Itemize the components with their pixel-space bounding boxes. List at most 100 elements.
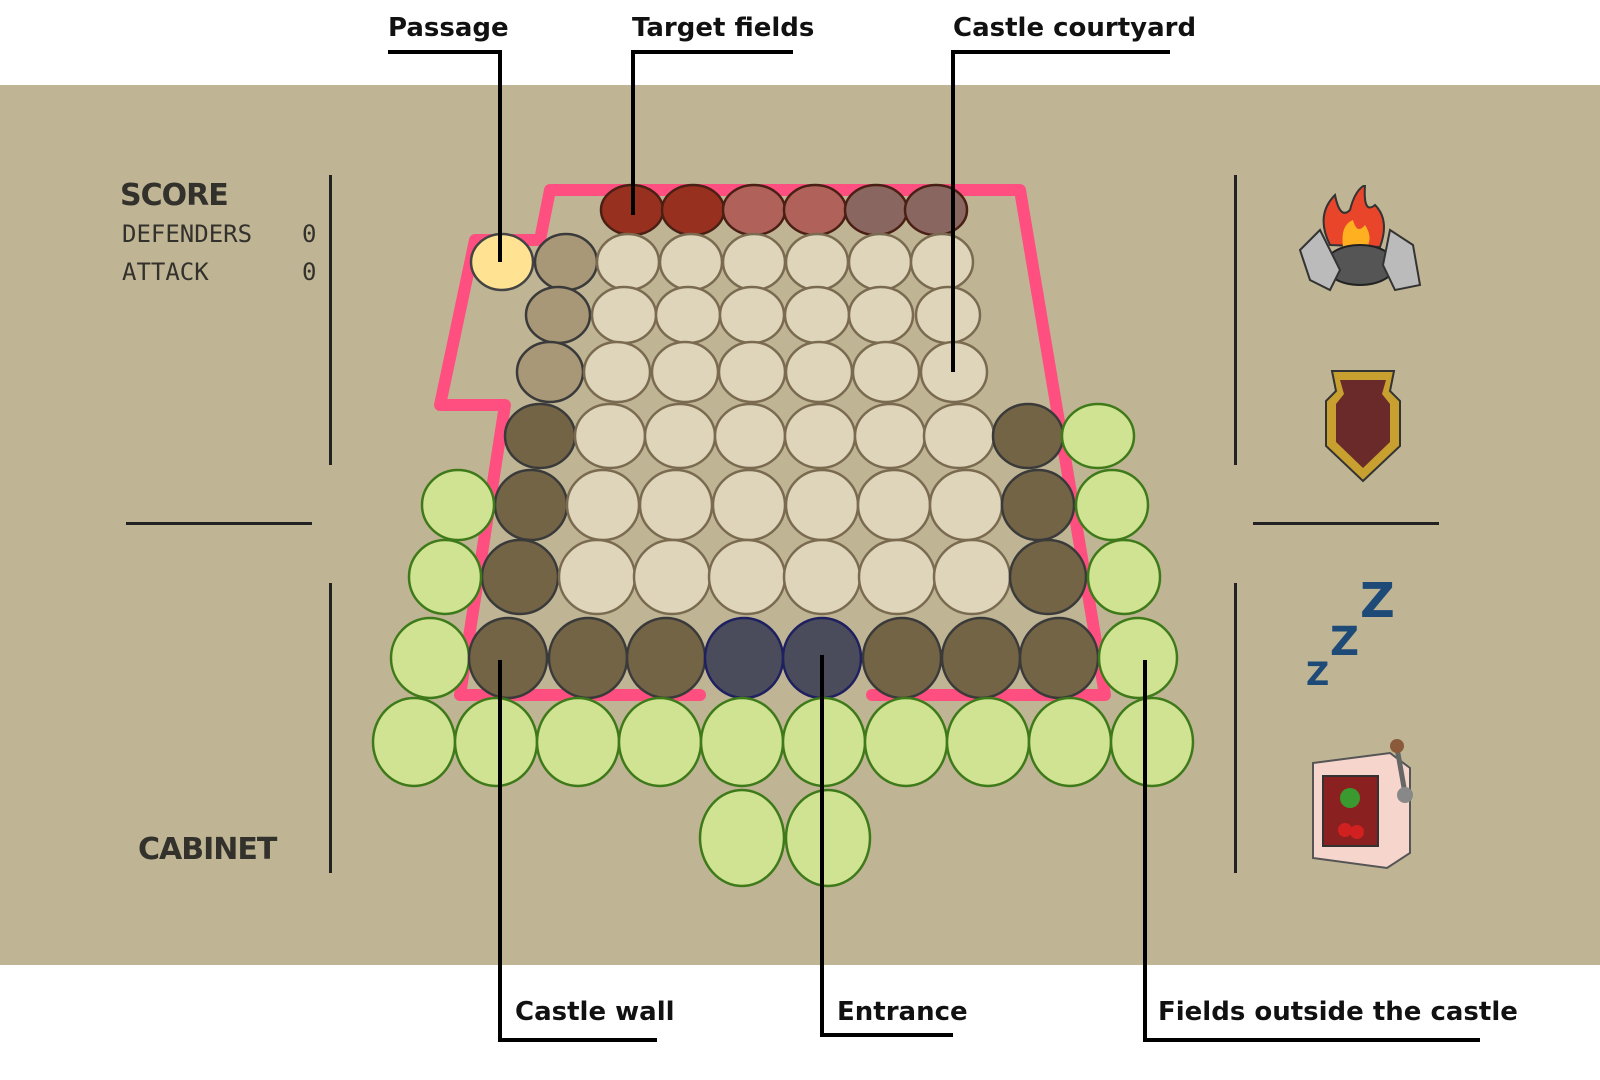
outside-field[interactable] — [420, 468, 496, 542]
castle-wall-field[interactable] — [524, 285, 592, 345]
outside-field[interactable] — [1086, 538, 1162, 616]
courtyard-field[interactable] — [632, 538, 712, 616]
outside-field[interactable] — [389, 616, 471, 700]
courtyard-field[interactable] — [853, 402, 927, 470]
courtyard-field[interactable] — [717, 340, 787, 404]
outside-field[interactable] — [698, 788, 786, 888]
divider — [1234, 175, 1237, 465]
castle-wall-field[interactable] — [1000, 468, 1076, 542]
castle-wall-field[interactable] — [991, 402, 1065, 470]
outside-field[interactable] — [407, 538, 483, 616]
castle-wall-field[interactable] — [861, 616, 943, 700]
courtyard-field[interactable] — [713, 402, 787, 470]
outside-field[interactable] — [1060, 402, 1136, 470]
courtyard-field[interactable] — [783, 402, 857, 470]
outside-field[interactable] — [371, 696, 457, 788]
annotation-lines — [388, 50, 1480, 1042]
courtyard-field[interactable] — [847, 232, 913, 292]
outside-field[interactable] — [1109, 696, 1195, 788]
outside-field[interactable] — [784, 788, 872, 888]
campfire-icon[interactable] — [1295, 185, 1425, 300]
courtyard-field[interactable] — [590, 285, 658, 345]
courtyard-field[interactable] — [932, 538, 1012, 616]
courtyard-field[interactable] — [711, 468, 787, 542]
outside-field[interactable] — [863, 696, 949, 788]
outside-field[interactable] — [699, 696, 785, 788]
passage-label: Passage — [388, 13, 509, 43]
attack-label: ATTACK — [122, 258, 209, 286]
score-title: SCORE — [120, 178, 229, 213]
shield-icon[interactable] — [1322, 366, 1404, 484]
target-field[interactable] — [903, 183, 969, 237]
courtyard-field[interactable] — [654, 285, 722, 345]
svg-text:Z: Z — [1360, 575, 1395, 629]
target-field[interactable] — [843, 183, 909, 237]
target-field[interactable] — [660, 183, 726, 237]
courtyard-field[interactable] — [707, 538, 787, 616]
courtyard-field[interactable] — [721, 232, 787, 292]
outside-field[interactable] — [1027, 696, 1113, 788]
divider — [329, 583, 332, 873]
courtyard-field[interactable] — [582, 340, 652, 404]
courtyard-field[interactable] — [922, 402, 996, 470]
outside-field[interactable] — [1097, 616, 1179, 700]
castle-wall-field[interactable] — [493, 468, 569, 542]
courtyard-field[interactable] — [595, 232, 661, 292]
courtyard-field[interactable] — [573, 402, 647, 470]
outside-field[interactable] — [535, 696, 621, 788]
sleep-zzz-icon[interactable]: Z Z Z — [1300, 575, 1405, 690]
courtyard-field[interactable] — [638, 468, 714, 542]
castle-wall-field[interactable] — [480, 538, 560, 616]
courtyard-field[interactable] — [784, 340, 854, 404]
courtyard-field[interactable] — [643, 402, 717, 470]
castle-courtyard-label: Castle courtyard — [953, 13, 1197, 43]
castle-wall-field[interactable] — [547, 616, 629, 700]
courtyard-field[interactable] — [718, 285, 786, 345]
castle-wall-label: Castle wall — [515, 997, 675, 1027]
castle-wall-field[interactable] — [1008, 538, 1088, 616]
divider — [1253, 522, 1439, 525]
courtyard-field[interactable] — [557, 538, 637, 616]
castle-wall-field[interactable] — [1018, 616, 1100, 700]
defenders-label: DEFENDERS — [122, 220, 253, 248]
entrance-field[interactable] — [703, 616, 785, 700]
courtyard-field[interactable] — [928, 468, 1004, 542]
courtyard-field[interactable] — [658, 232, 724, 292]
castle-wall-field[interactable] — [515, 340, 585, 404]
attack-score: 0 — [302, 258, 317, 286]
castle-wall-field[interactable] — [533, 232, 599, 292]
castle-wall-field[interactable] — [625, 616, 707, 700]
courtyard-field[interactable] — [851, 340, 921, 404]
outside-field[interactable] — [453, 696, 539, 788]
slot-machine-icon[interactable] — [1305, 738, 1420, 873]
divider — [1234, 583, 1237, 873]
divider — [126, 522, 312, 525]
entrance-label: Entrance — [837, 997, 968, 1027]
outside-field[interactable] — [945, 696, 1031, 788]
courtyard-field[interactable] — [909, 232, 975, 292]
outside-field[interactable] — [1074, 468, 1150, 542]
courtyard-field[interactable] — [782, 538, 862, 616]
courtyard-field[interactable] — [650, 340, 720, 404]
courtyard-field[interactable] — [857, 538, 937, 616]
target-fields-label: Target fields — [632, 13, 815, 43]
svg-text:Z: Z — [1306, 655, 1329, 690]
outside-field[interactable] — [617, 696, 703, 788]
castle-wall-field[interactable] — [940, 616, 1022, 700]
castle-wall-field[interactable] — [467, 616, 549, 700]
cabinet-title: CABINET — [138, 832, 277, 867]
courtyard-field[interactable] — [784, 468, 860, 542]
courtyard-field[interactable] — [856, 468, 932, 542]
courtyard-field[interactable] — [847, 285, 915, 345]
svg-text:Z: Z — [1330, 619, 1359, 665]
target-field[interactable] — [721, 183, 787, 237]
courtyard-field[interactable] — [784, 232, 850, 292]
courtyard-field[interactable] — [783, 285, 851, 345]
castle-wall-field[interactable] — [503, 402, 577, 470]
divider — [329, 175, 332, 465]
target-field[interactable] — [782, 183, 848, 237]
fields-outside-label: Fields outside the castle — [1158, 997, 1518, 1027]
courtyard-field[interactable] — [914, 285, 982, 345]
courtyard-field[interactable] — [565, 468, 641, 542]
